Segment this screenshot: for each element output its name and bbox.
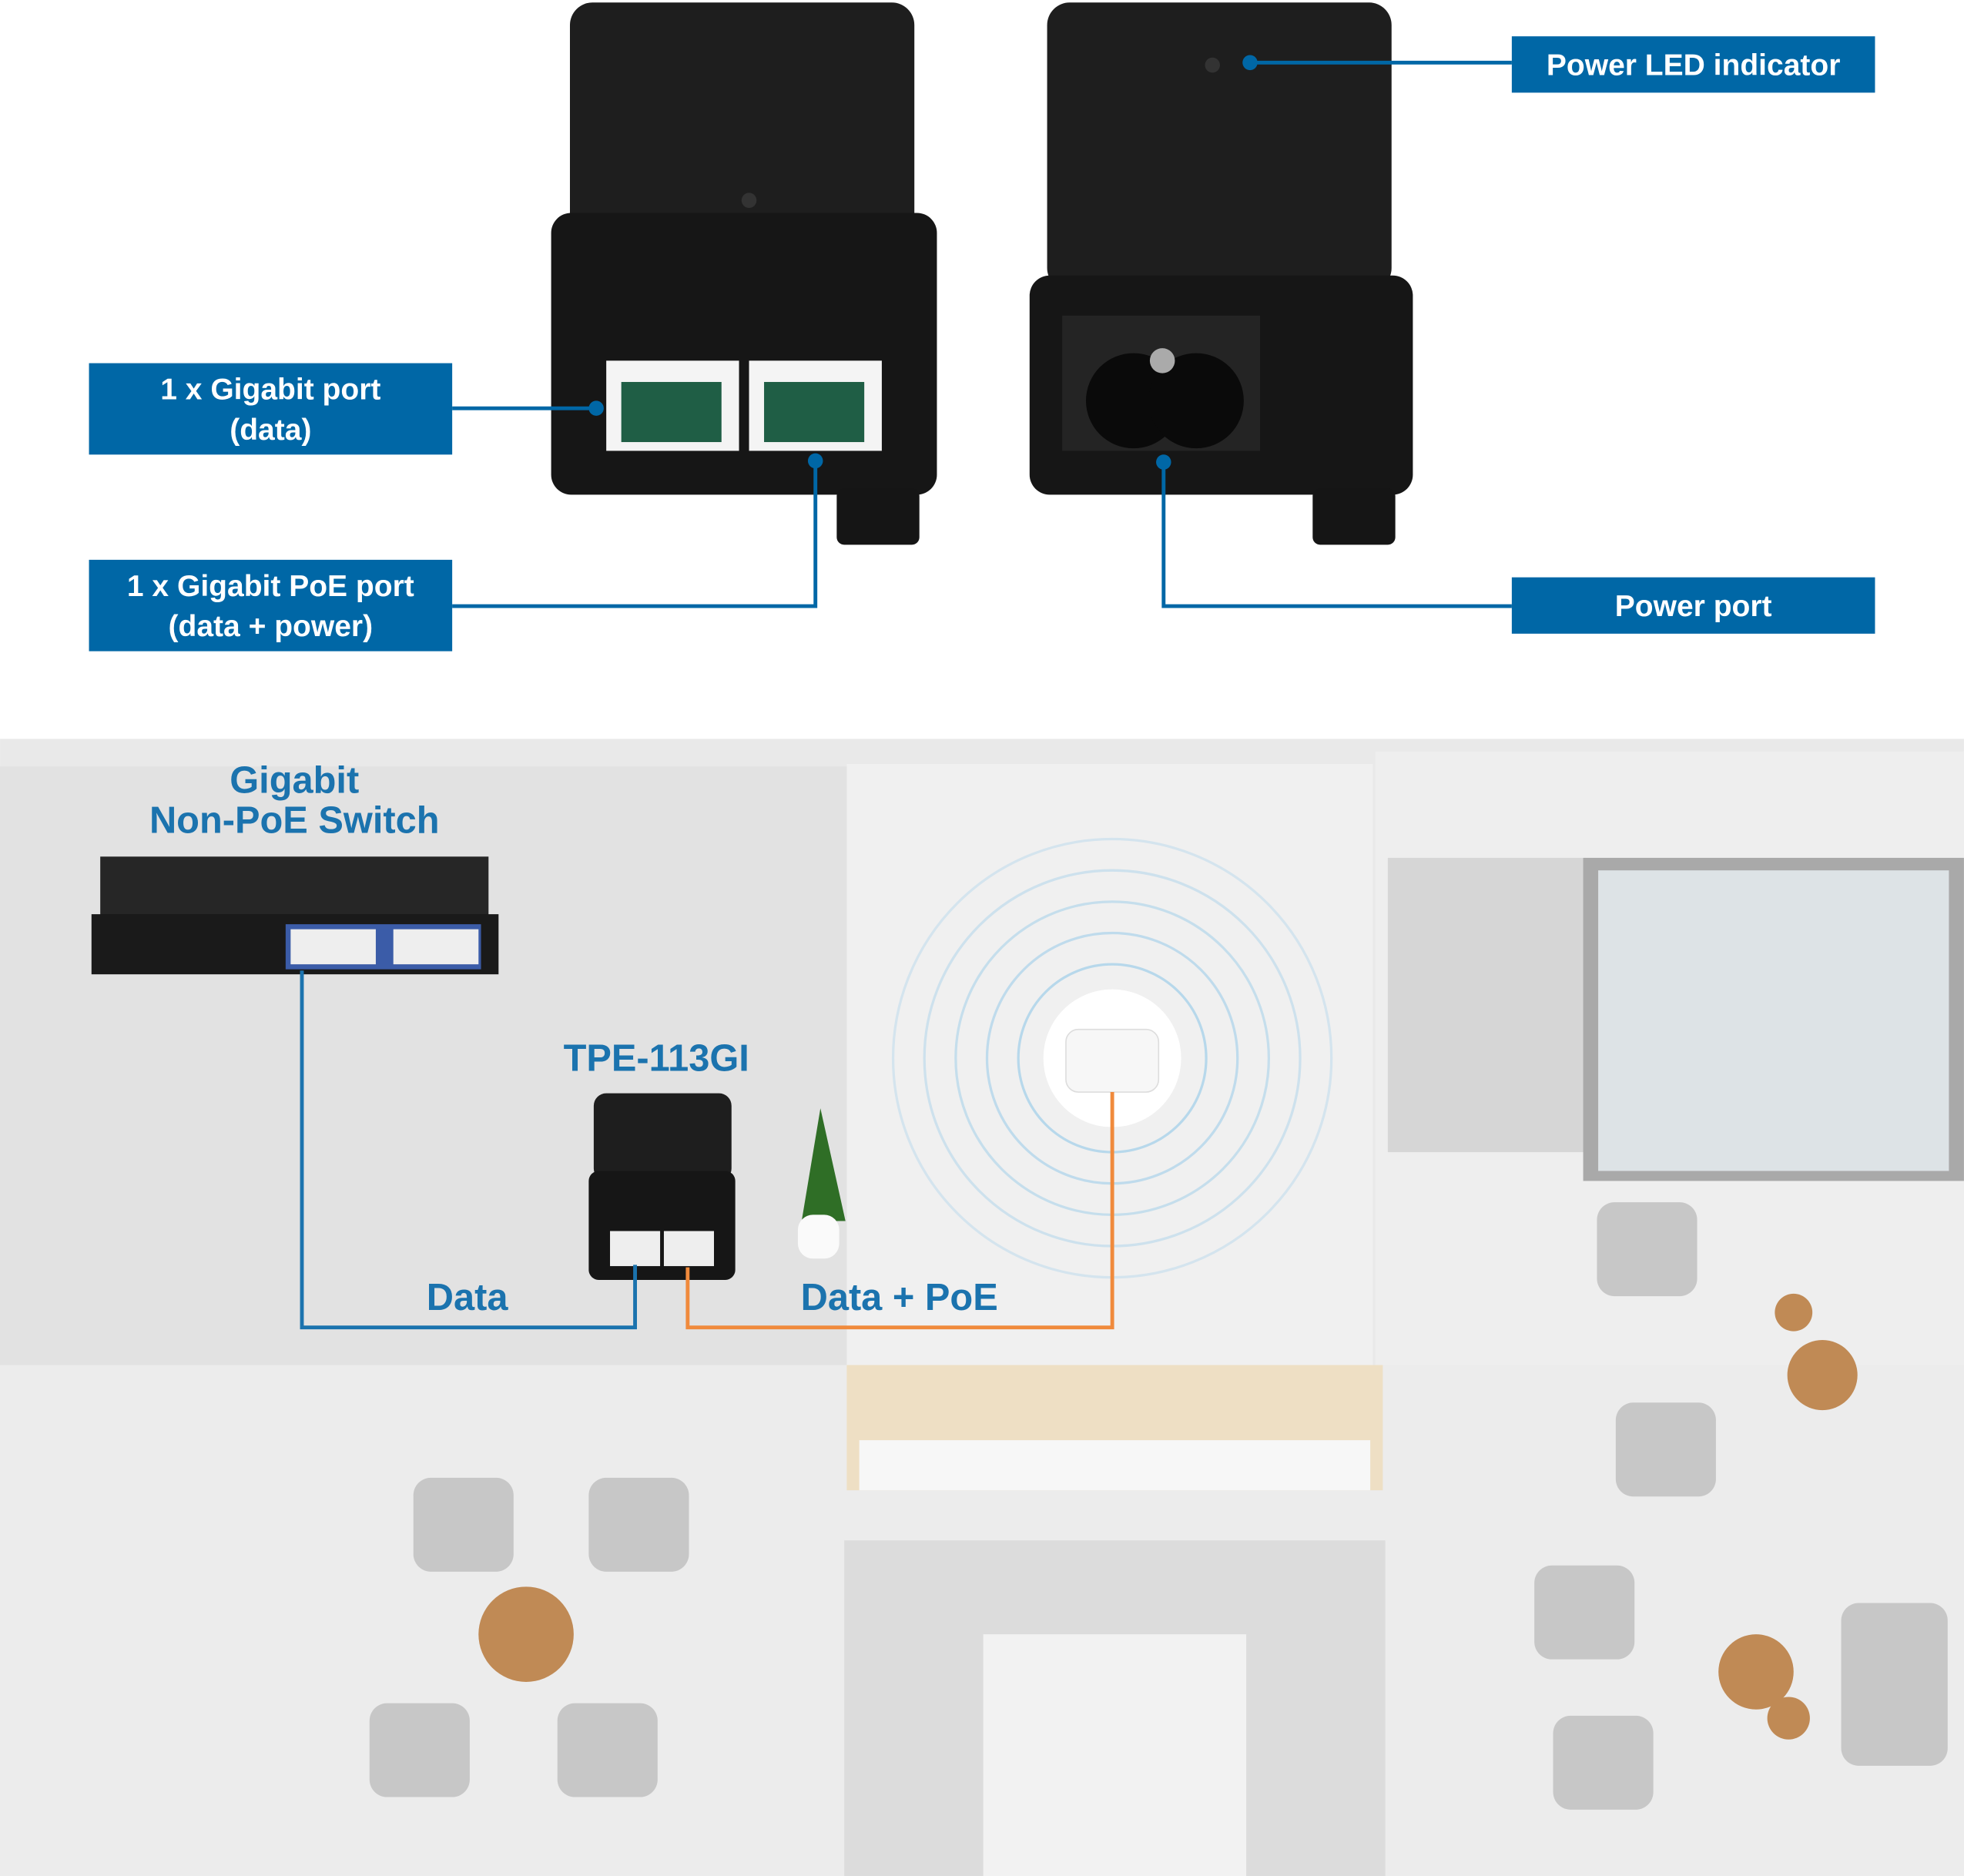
callout-gigabit-port-text-1: 1 x Gigabit port bbox=[160, 374, 380, 407]
data-label: Data bbox=[427, 1277, 509, 1318]
callout-power-led: Power LED indicator bbox=[1511, 36, 1875, 93]
callout-power-port: Power port bbox=[1511, 577, 1875, 634]
poe-cable bbox=[685, 1092, 1114, 1330]
office-scene bbox=[0, 739, 1964, 1876]
callout-gigabit-port: 1 x Gigabit port (data) bbox=[89, 363, 453, 455]
gigabit-switch bbox=[91, 856, 499, 975]
callout-poe-port-text-2: (data + power) bbox=[169, 610, 374, 643]
callout-power-port-text: Power port bbox=[1615, 590, 1772, 623]
switch-title-line2: Non-PoE Switch bbox=[149, 799, 440, 841]
callout-poe-port-text-1: 1 x Gigabit PoE port bbox=[127, 570, 414, 603]
data-cable bbox=[300, 970, 637, 1330]
data-poe-label: Data + PoE bbox=[801, 1277, 998, 1318]
callout-gigabit-port-text-2: (data) bbox=[230, 414, 311, 447]
callout-poe-port: 1 x Gigabit PoE port (data + power) bbox=[89, 559, 453, 652]
callout-power-led-text: Power LED indicator bbox=[1547, 49, 1841, 82]
access-point bbox=[1065, 1028, 1160, 1093]
tpe-113gi-injector bbox=[588, 1093, 736, 1280]
injector-back-photo bbox=[1029, 2, 1413, 545]
switch-title-line1: Gigabit bbox=[230, 759, 359, 801]
injector-model-label: TPE-113GI bbox=[564, 1037, 749, 1079]
injector-front-photo bbox=[551, 2, 937, 545]
